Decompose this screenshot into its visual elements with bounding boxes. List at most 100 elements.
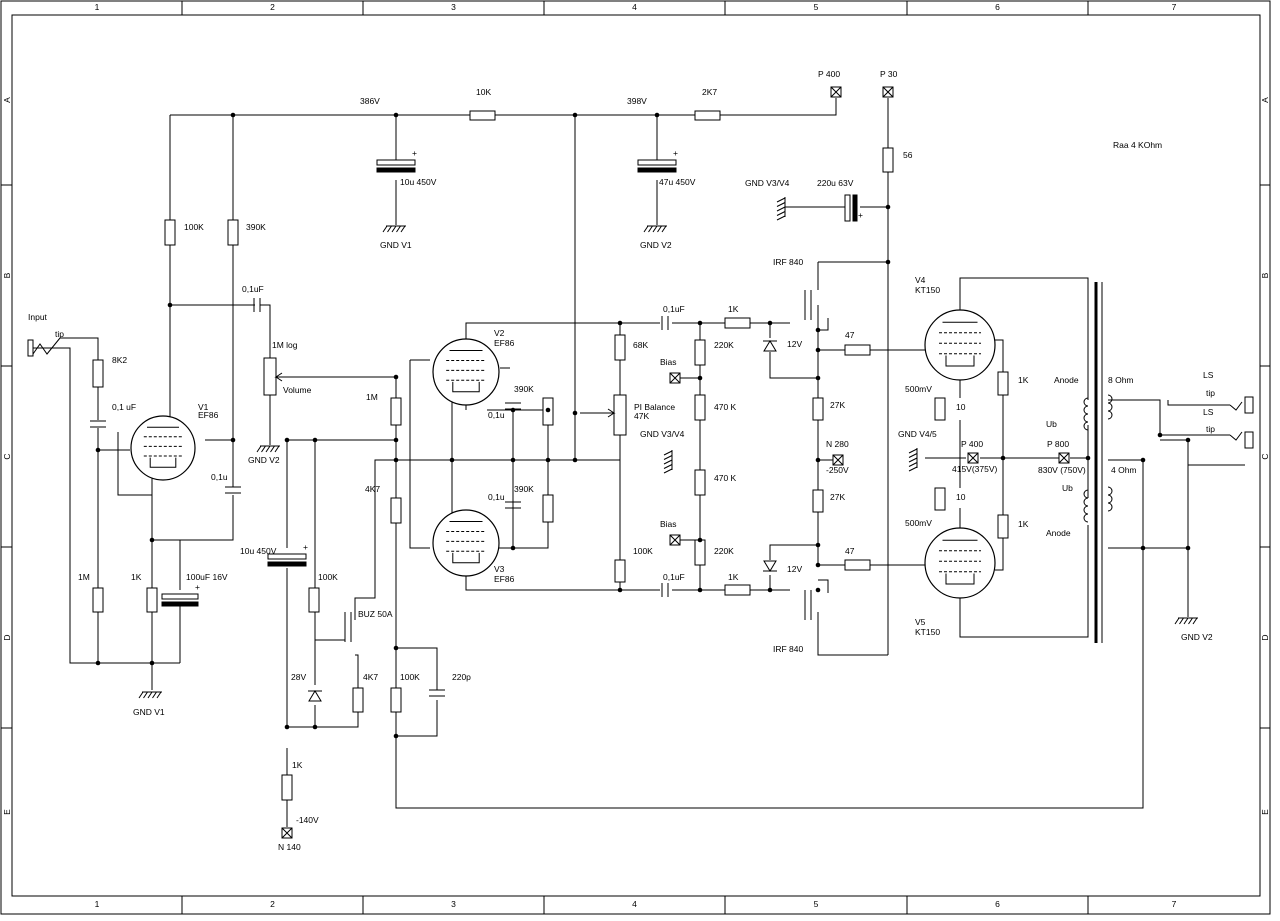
label-ub_a: Ub [1046, 419, 1057, 429]
label-c_01u_v3: 0,1u [488, 492, 505, 502]
wire [60, 337, 99, 360]
wire [817, 305, 829, 331]
electrolytic-plate [844, 194, 851, 222]
frame-row-label: B [2, 272, 12, 278]
label-c_01u_v2: 0,1u [488, 410, 505, 420]
junction-dot [230, 437, 236, 443]
transformer-coil [1083, 397, 1089, 431]
resistor-body [92, 587, 104, 613]
junction-dot [230, 112, 236, 118]
ground-v2-volume-hatch [265, 445, 271, 453]
zener-28v [308, 690, 322, 702]
polarity-plus: + [673, 148, 678, 158]
label-tip_a: tip [1206, 388, 1215, 398]
junctions [95, 112, 1191, 739]
label-r_100k_buz: 100K [318, 572, 338, 582]
resistor-body [281, 774, 293, 801]
label-v_386: 386V [360, 96, 380, 106]
resistor-body [227, 219, 239, 246]
label-anode_b: Anode [1046, 528, 1071, 538]
label-r_100k_v1: 100K [184, 222, 204, 232]
resistor-body [614, 334, 626, 361]
ground-v3v4-top-hatch [776, 197, 786, 203]
ground-v3v4-mid-hatch [663, 459, 673, 465]
vacuum-tubes [130, 309, 996, 599]
label-v_398: 398V [627, 96, 647, 106]
junction-dot [393, 112, 399, 118]
label-n280: N 280 [826, 439, 849, 449]
label-c_220u: 220u 63V [817, 178, 854, 188]
junction-dot [815, 587, 821, 593]
label-v4_name: V4 [915, 275, 926, 285]
junction-dot [654, 112, 660, 118]
ground-v1-top-hatch [400, 225, 406, 233]
input-jack-tip [32, 337, 61, 355]
resistor-body [390, 497, 402, 524]
tube-cathode [149, 457, 177, 468]
resistor-body [694, 469, 706, 496]
label-ub_b: Ub [1062, 483, 1073, 493]
ground-v2-output-hatch [1188, 617, 1193, 625]
label-r_27k_top: 27K [830, 400, 845, 410]
junction-dot [815, 542, 821, 548]
label-r_56: 56 [903, 150, 913, 160]
pad-p30-cross [882, 86, 894, 98]
polarity-plus: + [303, 542, 308, 552]
electrolytic-plate [267, 553, 307, 560]
capacitors: +++++ [90, 148, 863, 697]
misc-parts [27, 86, 1254, 839]
frame-column-label: 3 [451, 2, 456, 12]
label-v1_type: EF86 [198, 410, 219, 420]
wire [769, 352, 818, 379]
ground-v1-top-hatch [391, 225, 397, 233]
junction-dot [815, 562, 821, 568]
label-ls_a: LS [1203, 370, 1214, 380]
junction-dot [284, 437, 290, 443]
label-r_1k_g2a: 1K [1018, 375, 1029, 385]
junction-dot [1140, 457, 1146, 463]
frame-column-label: 4 [632, 899, 637, 909]
wire [1167, 400, 1230, 406]
label-c_01uf_v3: 0,1uF [663, 572, 685, 582]
label-r_1k_v1: 1K [131, 572, 142, 582]
wire [1160, 439, 1189, 617]
electrolytic-plate [637, 159, 677, 166]
wire [465, 322, 660, 340]
junction-dot [617, 320, 623, 326]
junction-dot [393, 374, 399, 380]
label-z_12v_bot: 12V [787, 564, 802, 574]
label-gnd_v45: GND V4/5 [898, 429, 937, 439]
resistor-body [934, 487, 946, 511]
pad-n140-cross [281, 827, 293, 839]
resistor-body [542, 494, 554, 523]
ground-v2-volume-hatch [270, 445, 275, 453]
resistor-body [694, 110, 721, 121]
ground-v2-top-hatch [661, 225, 667, 233]
label-r_470k_a: 470 K [714, 402, 737, 412]
label-c_47u: 47u 450V [659, 177, 696, 187]
resistor-body [390, 397, 402, 426]
pot-wiper [580, 408, 616, 418]
frame-column-label: 3 [451, 899, 456, 909]
ground-v1-top-hatch [396, 225, 401, 233]
wire [959, 277, 1089, 400]
junction-dot [815, 375, 821, 381]
label-gnd_v2_a: GND V2 [248, 455, 280, 465]
label-n140: N 140 [278, 842, 301, 852]
junction-dot [149, 660, 155, 666]
label-v2_type: EF86 [494, 338, 515, 348]
frame-column-label: 1 [95, 2, 100, 12]
label-anode_a: Anode [1054, 375, 1079, 385]
wire [396, 647, 438, 690]
polarity-plus: + [858, 210, 863, 220]
label-v2_name: V2 [494, 328, 505, 338]
label-r_1k_g2b: 1K [1018, 519, 1029, 529]
ground-v3v4-top-hatch [776, 211, 786, 216]
junction-dot [393, 457, 399, 463]
ground-v2-top-hatch [657, 225, 662, 233]
label-pi_balance: PI Balance [634, 402, 675, 412]
tube-cathode [945, 573, 975, 585]
junction-dot [1185, 437, 1191, 443]
label-r_10_b: 10 [956, 492, 966, 502]
resistor-body [390, 687, 402, 713]
